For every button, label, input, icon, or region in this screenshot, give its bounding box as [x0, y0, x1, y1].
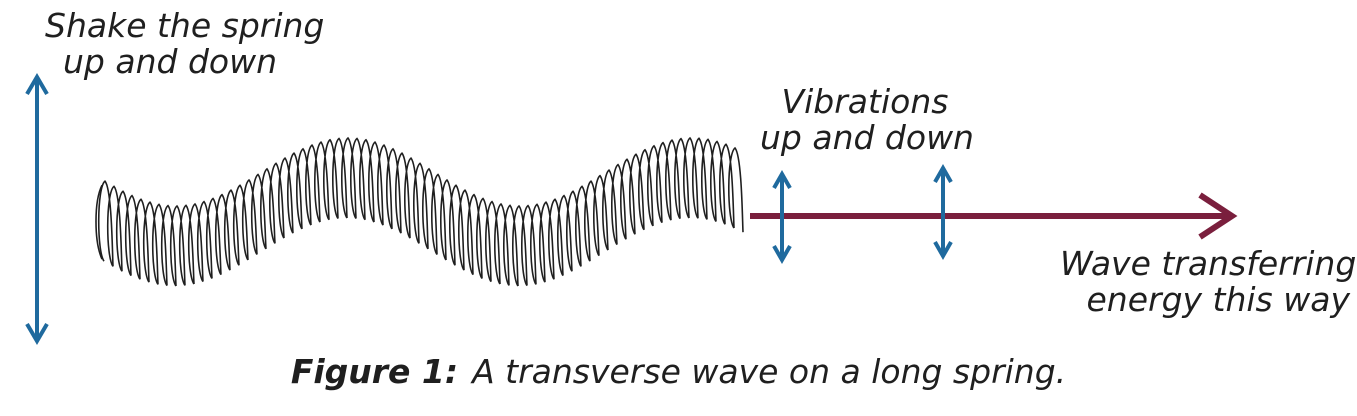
shake-label: Shake the spring up and down: [45, 6, 325, 81]
long-spring: [95, 136, 744, 287]
wave-direction-arrow: [750, 192, 1238, 240]
spring-left-end: [95, 184, 103, 260]
shake-label-line-1: Shake the spring: [45, 6, 325, 45]
shake-label-line-2: up and down: [63, 42, 277, 81]
spring-coils: [97, 136, 744, 287]
vibration-arrow-1: [772, 169, 792, 265]
wave-label-line-1: Wave transferring: [1060, 244, 1357, 283]
vibrations-label-line-2: up and down: [760, 118, 974, 157]
wave-label-line-2: energy this way: [1086, 280, 1350, 319]
figure-caption: Figure 1: A transverse wave on a long spr…: [0, 352, 1357, 392]
vibration-arrow-2: [933, 163, 953, 261]
shake-double-arrow: [25, 73, 49, 345]
vibrations-label: Vibrations up and down: [760, 82, 974, 157]
caption-figure-number: Figure 1:: [290, 352, 459, 391]
vibrations-label-line-1: Vibrations: [781, 82, 949, 121]
wave-label: Wave transferring energy this way: [1060, 244, 1357, 319]
caption-text: A transverse wave on a long spring.: [472, 352, 1067, 391]
